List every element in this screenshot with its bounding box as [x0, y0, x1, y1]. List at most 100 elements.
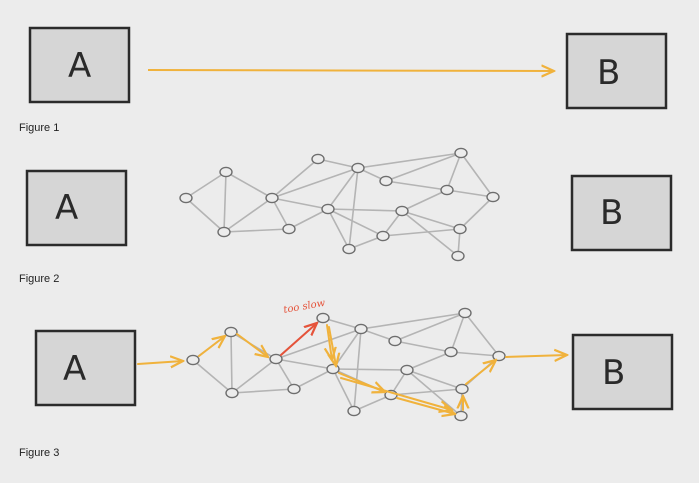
network-edge — [450, 312, 466, 353]
network-edge — [406, 351, 452, 371]
network-edge — [327, 208, 403, 212]
network-edge — [271, 167, 359, 199]
box-b — [571, 333, 674, 411]
network-node — [217, 226, 231, 238]
network-node — [225, 387, 239, 399]
network-edge — [353, 328, 362, 412]
network-edge — [406, 369, 463, 390]
network-edge — [327, 208, 350, 250]
box-b-label: B — [597, 53, 620, 93]
network-edge — [327, 208, 384, 237]
network-edge — [394, 340, 452, 353]
network-node — [326, 363, 340, 375]
path-arrow — [505, 355, 567, 357]
network-edge — [231, 358, 277, 394]
network-edge — [271, 197, 290, 230]
network-edge — [459, 196, 494, 230]
box-a — [25, 169, 128, 247]
network-node — [492, 350, 506, 362]
too-slow-annotation: too slow — [283, 298, 327, 316]
network-node — [282, 223, 296, 235]
network-edge — [322, 317, 362, 330]
network-edge — [185, 197, 225, 233]
network-node — [454, 410, 468, 422]
path-arrow — [236, 333, 268, 357]
network-node — [376, 230, 390, 242]
figure-1: A B — [28, 26, 668, 110]
network-edge — [223, 228, 290, 233]
figure-3-caption: Figure 3 — [19, 447, 60, 459]
network-edge — [223, 197, 273, 233]
network-node — [265, 192, 279, 204]
network-node — [342, 243, 356, 255]
box-a-label: A — [55, 188, 78, 228]
path-arrow — [465, 360, 496, 385]
direct-arrow — [147, 70, 554, 71]
box-b-label: B — [602, 353, 625, 393]
box-a-label: A — [68, 46, 91, 86]
network-node — [351, 162, 365, 174]
network-edge — [275, 328, 362, 360]
network-edge — [401, 210, 461, 230]
box-b-label: B — [600, 193, 623, 233]
path-arrow — [198, 336, 225, 357]
network-edge — [348, 167, 359, 250]
network-node — [454, 147, 468, 159]
network-edge — [230, 331, 233, 394]
network-edge — [353, 394, 392, 412]
path-arrow — [329, 326, 336, 366]
network-node — [179, 192, 193, 204]
network-edge — [332, 328, 362, 370]
network-edge — [288, 208, 329, 230]
network-edge — [460, 152, 494, 198]
network-node — [388, 335, 402, 347]
network-node — [354, 323, 368, 335]
network-node — [219, 166, 233, 178]
figure-2: A B — [25, 147, 673, 262]
box-b — [565, 32, 668, 110]
network-node — [379, 175, 393, 187]
figure-2-caption: Figure 2 — [19, 273, 60, 285]
network-edge — [446, 189, 494, 198]
network-edge — [327, 167, 359, 210]
network-edge — [293, 368, 334, 390]
network-edge — [271, 158, 319, 199]
box-a — [34, 329, 137, 407]
network-node — [269, 353, 283, 365]
network-node — [287, 383, 301, 395]
network-node — [458, 307, 472, 319]
box-a — [28, 26, 131, 104]
network-edge — [390, 388, 463, 396]
network-graph — [179, 147, 500, 262]
network-edge — [385, 152, 462, 182]
network-edge — [332, 368, 408, 371]
network-edge — [192, 359, 233, 394]
path-arrow — [340, 377, 452, 410]
network-node — [451, 250, 465, 262]
network-edge — [394, 312, 466, 342]
network-node — [395, 205, 409, 217]
network-node — [453, 223, 467, 235]
network-edge — [401, 210, 459, 257]
network-graph — [186, 307, 506, 422]
figure-3: A B too slow — [34, 298, 674, 422]
network-edge — [231, 388, 295, 394]
network-edge — [332, 368, 355, 412]
network-node — [440, 184, 454, 196]
network-edge — [185, 171, 227, 199]
network-edge — [275, 358, 334, 370]
slow-path-arrow — [280, 323, 317, 356]
routed-path — [137, 323, 567, 414]
network-edge — [464, 312, 500, 357]
box-a-label: A — [63, 349, 86, 389]
network-edge — [357, 152, 462, 169]
network-edge — [317, 158, 359, 169]
path-arrow — [396, 397, 455, 414]
network-node — [347, 405, 361, 417]
network-node — [400, 364, 414, 376]
network-node — [455, 383, 469, 395]
network-edge — [360, 312, 466, 330]
network-node — [186, 354, 200, 366]
network-edge — [385, 180, 448, 191]
